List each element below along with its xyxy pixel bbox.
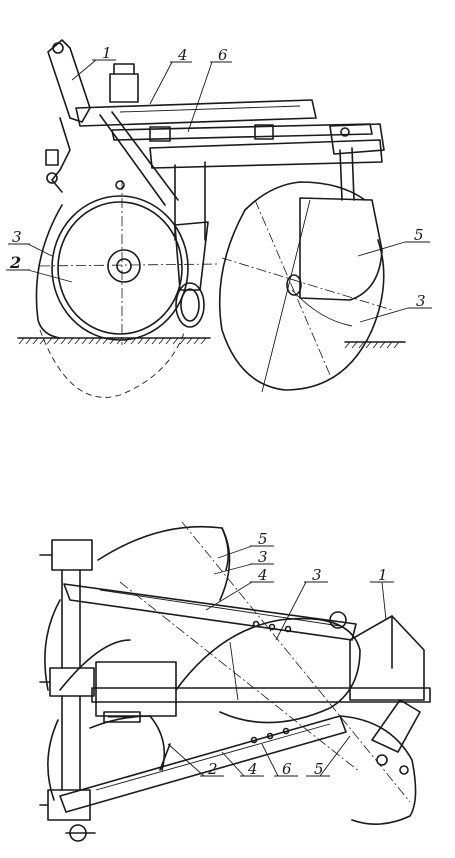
top-label-4-upper: 4 xyxy=(257,566,268,584)
ground-hatch-mark xyxy=(379,341,386,349)
top-label-4-lower: 4 xyxy=(247,760,258,778)
ground-hatch-mark xyxy=(386,341,393,349)
ground-hatch-mark xyxy=(158,337,165,345)
ground-hatch-mark xyxy=(393,341,400,349)
ground-hatch-mark xyxy=(179,337,186,345)
ground-hatch-mark xyxy=(116,337,123,345)
ground-hatch-mark xyxy=(172,337,179,345)
top-rear-disc xyxy=(97,521,411,803)
ground-hatch-mark xyxy=(137,337,144,345)
ground-hatch-mark xyxy=(81,337,88,345)
top-upper-beam xyxy=(63,583,357,641)
ground-hatch-mark xyxy=(200,337,207,345)
front-disc xyxy=(35,180,221,398)
side-label-1: 1 xyxy=(102,44,112,62)
ground-hatch-mark xyxy=(39,337,46,345)
ground-hatch-mark xyxy=(53,337,60,345)
ground-hatch-mark xyxy=(25,337,32,345)
ground-hatch-mark xyxy=(372,341,379,349)
top-label-1: 1 xyxy=(378,566,388,584)
frame-beam-lower xyxy=(99,111,383,241)
ground-hatch-mark xyxy=(193,337,200,345)
side-label-4: 4 xyxy=(177,46,188,64)
ground-hatch-mark xyxy=(351,341,358,349)
hitch-bracket xyxy=(45,39,91,193)
ground-hatch-mark xyxy=(46,337,53,345)
ground-hatch-mark xyxy=(60,337,67,345)
side-view-labels: 1 4 6 3 2 5 3 xyxy=(6,44,432,323)
top-view-labels: 5 3 4 3 1 2 4 6 5 xyxy=(167,530,394,778)
side-label-3-left: 3 xyxy=(12,228,22,246)
adjustment-rod xyxy=(111,123,385,155)
side-label-2: 2 xyxy=(9,253,21,272)
scraper-shoe xyxy=(174,221,209,328)
side-view: 1 4 6 3 2 5 3 xyxy=(6,39,432,398)
ground-hatch-mark xyxy=(95,337,102,345)
top-label-5-upper: 5 xyxy=(258,530,268,548)
top-label-2: 2 xyxy=(207,760,218,778)
top-right-wedge xyxy=(329,611,425,701)
top-center-disc xyxy=(119,581,361,773)
top-label-3-upper: 3 xyxy=(258,548,268,566)
ground-line-left xyxy=(17,337,211,345)
top-label-6: 6 xyxy=(282,760,292,778)
side-label-3-right: 3 xyxy=(416,292,426,310)
ground-hatch-mark xyxy=(18,337,25,345)
ground-hatch-mark xyxy=(88,337,95,345)
side-label-6: 6 xyxy=(218,46,228,64)
ground-hatch-mark xyxy=(67,337,74,345)
ground-hatch-mark xyxy=(344,341,351,349)
top-label-3-center: 3 xyxy=(312,566,322,584)
side-label-5: 5 xyxy=(414,226,424,244)
top-left-posts xyxy=(39,539,96,842)
ground-hatch-mark xyxy=(32,337,39,345)
ground-line-right xyxy=(344,341,406,349)
frame-beam-upper xyxy=(75,63,317,127)
top-left-discs xyxy=(44,599,131,801)
top-lower-beam xyxy=(59,715,347,813)
top-lower-mount xyxy=(89,715,166,771)
rear-disc xyxy=(218,181,393,393)
ground-hatch-mark xyxy=(74,337,81,345)
top-label-5-lower: 5 xyxy=(314,760,324,778)
top-view: 5 3 4 3 1 2 4 6 5 xyxy=(39,521,431,842)
ground-hatch-mark xyxy=(186,337,193,345)
ground-hatch-mark xyxy=(358,341,365,349)
top-main-beam xyxy=(91,661,431,723)
top-lower-disc xyxy=(339,699,421,825)
ground-hatch-mark xyxy=(151,337,158,345)
ground-hatch-mark xyxy=(365,341,372,349)
ground-hatch-mark xyxy=(144,337,151,345)
ground-hatch-mark xyxy=(165,337,172,345)
